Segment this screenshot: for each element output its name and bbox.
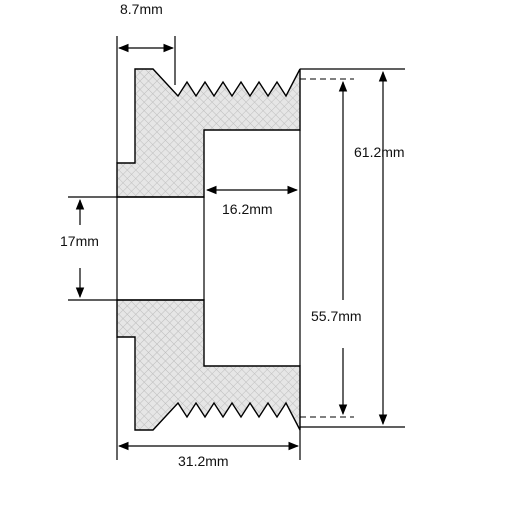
upper-pulley-section (116, 68, 301, 198)
outer-diameter-label: 61.2mm (354, 144, 405, 160)
groove-width-label: 8.7mm (120, 1, 163, 17)
groove-diameter-label: 55.7mm (311, 308, 362, 324)
overall-length-label: 31.2mm (178, 453, 229, 469)
bore-depth-label: 16.2mm (222, 201, 273, 217)
bore-diameter-label: 17mm (60, 233, 99, 249)
lower-pulley-section (116, 299, 301, 431)
